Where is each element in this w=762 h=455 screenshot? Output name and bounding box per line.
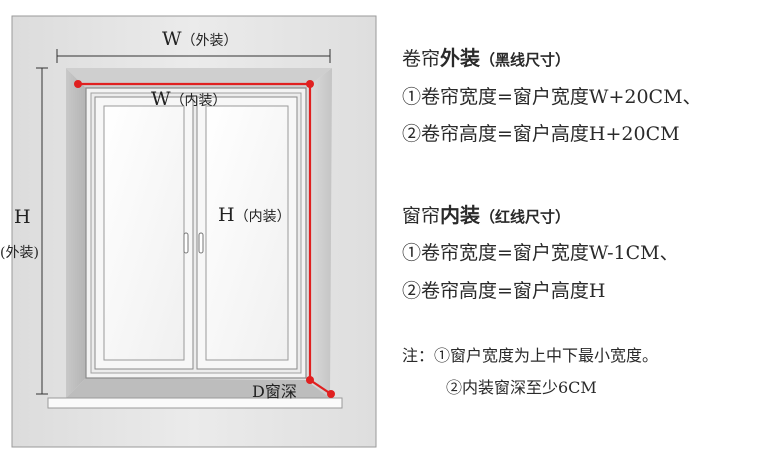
outer-install-heading: 卷帘外装（黑线尺寸） — [402, 46, 571, 70]
depth-label: D窗深 — [252, 382, 297, 401]
outer-height-dimension — [36, 67, 48, 395]
instructions-panel: 卷帘外装（黑线尺寸） ①卷帘宽度=窗户宽度W+20CM、 ②卷帘高度=窗户高度H… — [402, 0, 762, 451]
outer-height-note: (外装) — [0, 245, 39, 261]
inner-install-heading: 窗帘内装（红线尺寸） — [402, 203, 571, 227]
window-diagram: W（外装） W（内装） H (外装) H（内装） D窗深 — [0, 15, 377, 448]
inner-height-rule: ②卷帘高度=窗户高度H — [402, 280, 606, 302]
inner-height-label: H（内装） — [218, 204, 291, 226]
recess-right — [306, 68, 332, 398]
handle-right-icon — [198, 232, 204, 254]
outer-width-dimension — [56, 49, 331, 63]
window-sill — [47, 397, 343, 409]
inner-dimension-lines — [78, 82, 332, 395]
inner-width-label: W（内装） — [151, 88, 227, 110]
handle-left-icon — [183, 232, 189, 254]
outer-width-rule: ①卷帘宽度=窗户宽度W+20CM、 — [402, 86, 702, 108]
window-illustration — [11, 15, 377, 448]
remark-line-1: 注：①窗户宽度为上中下最小宽度。 — [402, 346, 659, 365]
inner-dimension-points — [74, 80, 335, 398]
remark-line-2: ②内装窗深至少6CM — [446, 378, 597, 397]
inner-width-rule: ①卷帘宽度=窗户宽度W-1CM、 — [402, 242, 679, 264]
outer-height-label: H — [14, 206, 31, 228]
recess-bottom — [66, 378, 330, 398]
recess-left — [66, 68, 86, 398]
outer-height-rule: ②卷帘高度=窗户高度H+20CM — [402, 123, 680, 145]
outer-width-label: W（外装） — [162, 28, 238, 50]
